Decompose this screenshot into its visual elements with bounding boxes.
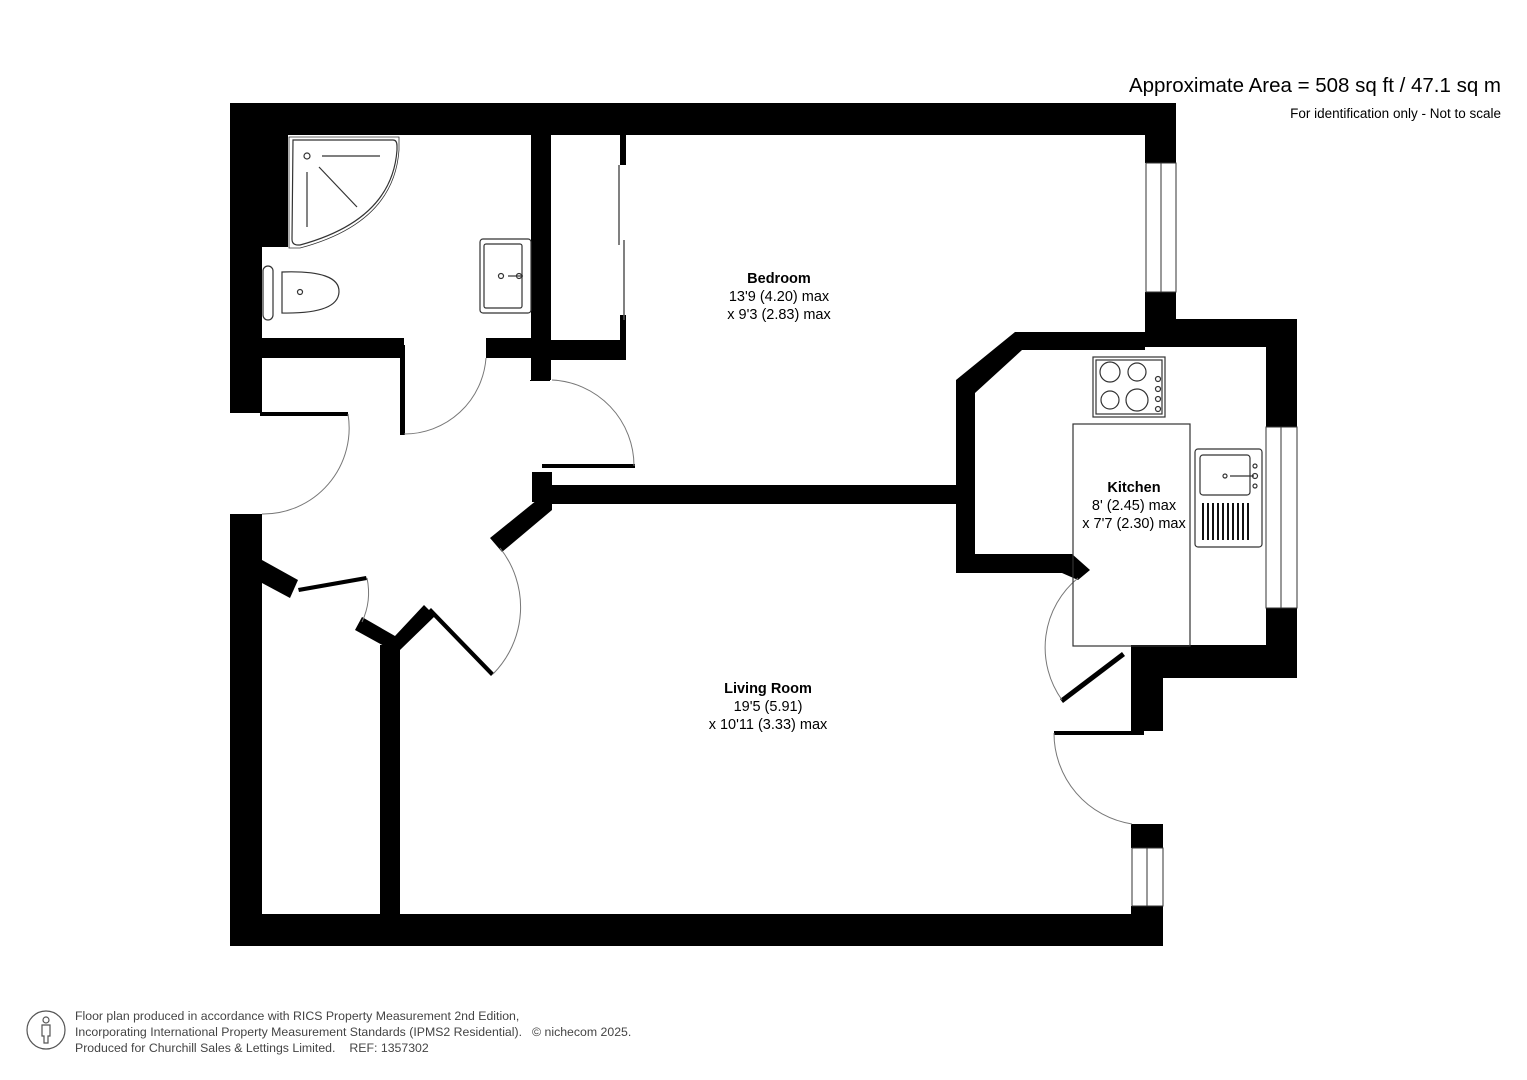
- kitchen-counter: [1072, 356, 1191, 647]
- room-dimension: 13'9 (4.20) max: [728, 289, 830, 305]
- footer-standards: Incorporating International Property Mea…: [75, 1025, 523, 1039]
- windows: [1131, 162, 1298, 907]
- room-dimension: x 10'11 (3.33) max: [708, 717, 828, 733]
- room-dimension: 8' (2.45) max: [1091, 498, 1177, 514]
- toilet: [262, 265, 340, 321]
- footer-credits: Floor plan produced in accordance with R…: [75, 1008, 631, 1056]
- shower-tray: [288, 136, 400, 249]
- footer-line-2: Incorporating International Property Mea…: [75, 1024, 631, 1040]
- copyright: © nichecom 2025.: [532, 1025, 632, 1039]
- reference-number: REF: 1357302: [349, 1041, 429, 1055]
- room-dimension: x 7'7 (2.30) max: [1082, 516, 1186, 532]
- scale-disclaimer: For identification only - Not to scale: [1290, 106, 1501, 121]
- room-dimension: x 9'3 (2.83) max: [727, 307, 831, 323]
- kitchen-sink: [1194, 448, 1263, 548]
- room-name: Bedroom: [747, 271, 811, 287]
- person-icon: [26, 1010, 66, 1050]
- room-name: Living Room: [724, 681, 812, 697]
- room-name: Kitchen: [1107, 480, 1161, 496]
- washbasin: [479, 238, 532, 314]
- approximate-area: Approximate Area = 508 sq ft / 47.1 sq m: [1128, 74, 1501, 97]
- footer-produced-for: Produced for Churchill Sales & Lettings …: [75, 1041, 336, 1055]
- door-leaves: [260, 345, 1144, 735]
- room-label-bedroom: Bedroom 13'9 (4.20) max x 9'3 (2.83) max: [727, 270, 831, 324]
- walls: [230, 103, 1297, 946]
- wardrobe: [618, 165, 625, 320]
- footer-line-1: Floor plan produced in accordance with R…: [75, 1009, 520, 1023]
- door-swings: [261, 357, 1133, 825]
- room-label-kitchen: Kitchen 8' (2.45) max x 7'7 (2.30) max: [1082, 479, 1186, 533]
- room-dimension: 19'5 (5.91): [733, 699, 803, 715]
- sink-drainer: [1202, 503, 1249, 540]
- footer-line-3: Produced for Churchill Sales & Lettings …: [75, 1040, 631, 1056]
- room-label-living-room: Living Room 19'5 (5.91) x 10'11 (3.33) m…: [709, 680, 828, 734]
